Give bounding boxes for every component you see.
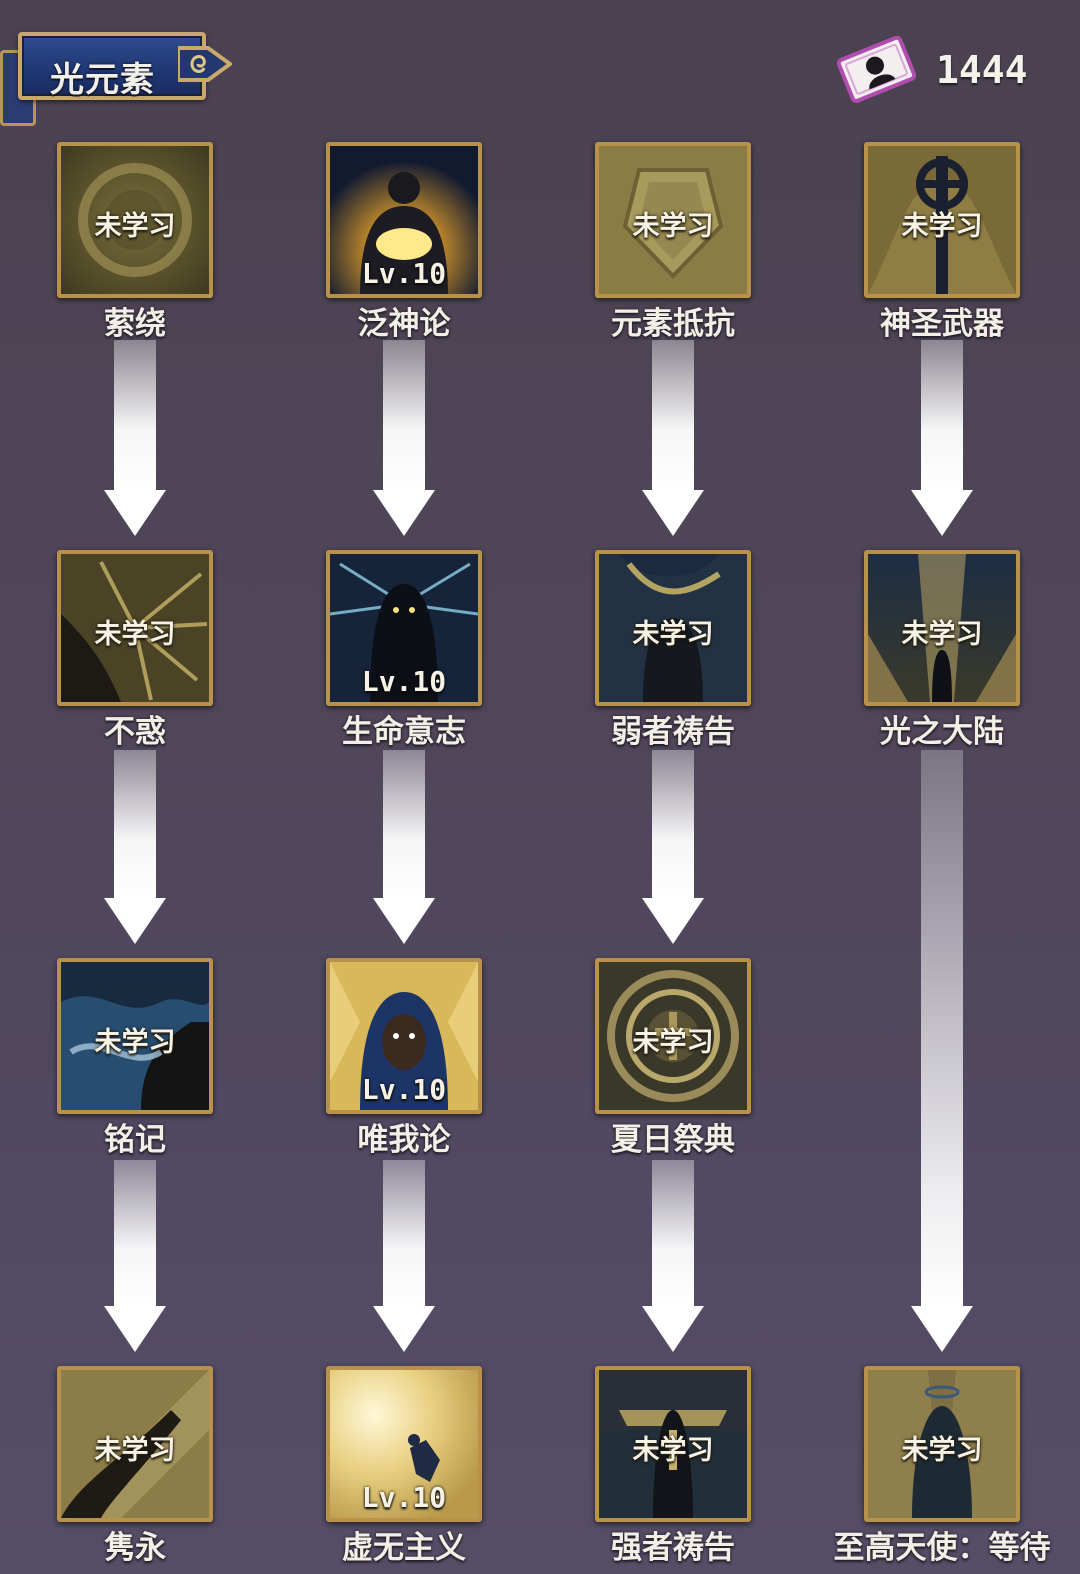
skill-icon-frame: Lv.10 [326, 958, 482, 1114]
skill-name: 神圣武器 [880, 306, 1004, 342]
skill-name: 泛神论 [357, 306, 451, 342]
skill-icon-frame: 未学习 [57, 550, 213, 706]
sacred-seal-icon [599, 962, 747, 1110]
skill-icon-frame: Lv.10 [326, 142, 482, 298]
arrow [373, 340, 435, 536]
arrow [104, 1160, 166, 1352]
hooded-man-icon [330, 962, 478, 1110]
praying-figure-icon [599, 554, 747, 702]
arrow [104, 340, 166, 536]
holy-weapon-icon [868, 146, 1016, 294]
figure-light-icon [330, 146, 478, 294]
strong-prayer-icon [599, 1370, 747, 1518]
skill-icon-frame: Lv.10 [326, 1366, 482, 1522]
skill-level: Lv.10 [361, 665, 447, 698]
skill-status: 未学习 [901, 1435, 983, 1466]
skill-level: Lv.10 [361, 257, 447, 290]
angel-icon [868, 1370, 1016, 1518]
skill-name: 元素抵抗 [611, 306, 735, 342]
skill-status: 未学习 [632, 1435, 714, 1466]
title-banner: 光元素 [0, 22, 236, 126]
arrow [642, 1160, 704, 1352]
shield-icon [599, 146, 747, 294]
arrow [911, 750, 973, 1352]
skill-node[interactable]: 未学习 萦绕 [57, 142, 213, 342]
skill-status: 未学习 [94, 619, 176, 650]
skill-icon-frame: 未学习 [864, 550, 1020, 706]
falling-figure-icon [330, 1370, 478, 1518]
skill-icon-frame: 未学习 [864, 1366, 1020, 1522]
light-continent-icon [868, 554, 1016, 702]
skill-node[interactable]: Lv.10 泛神论 [326, 142, 482, 342]
skill-status: 未学习 [901, 619, 983, 650]
skill-level: Lv.10 [361, 1073, 447, 1106]
skill-status: 未学习 [94, 1435, 176, 1466]
skill-node[interactable]: 未学习 隽永 [57, 1366, 213, 1566]
skill-icon-frame: Lv.10 [326, 550, 482, 706]
currency-display: 1444 [830, 36, 1050, 106]
skill-node[interactable]: Lv.10 生命意志 [326, 550, 482, 750]
arrow [911, 340, 973, 536]
skill-status: 未学习 [632, 211, 714, 242]
skill-node[interactable]: 未学习 不惑 [57, 550, 213, 750]
skill-name: 生命意志 [342, 714, 466, 750]
skill-name: 虚无主义 [342, 1530, 466, 1566]
arrow [642, 750, 704, 944]
skill-name: 不惑 [104, 714, 166, 750]
skill-name: 唯我论 [357, 1122, 451, 1158]
skill-name: 隽永 [104, 1530, 166, 1566]
currency-value: 1444 [936, 48, 1028, 92]
skill-name: 光之大陆 [880, 714, 1004, 750]
hooded-figure-icon [330, 554, 478, 702]
arrow [373, 1160, 435, 1352]
skill-status: 未学习 [632, 1027, 714, 1058]
page-title: 光元素 [50, 60, 155, 100]
skill-icon-frame: 未学习 [595, 550, 751, 706]
skill-icon-frame: 未学习 [57, 958, 213, 1114]
skill-icon-frame: 未学习 [595, 958, 751, 1114]
skill-name: 铭记 [104, 1122, 166, 1158]
burst-icon [61, 554, 209, 702]
arrow [104, 750, 166, 944]
skill-level: Lv.10 [361, 1481, 447, 1514]
skill-name: 萦绕 [104, 306, 166, 342]
card-icon [836, 36, 917, 103]
blue-flame-icon [61, 962, 209, 1110]
skill-status: 未学习 [632, 619, 714, 650]
skill-icon-frame: 未学习 [595, 142, 751, 298]
arrow [642, 340, 704, 536]
title-plate [18, 32, 206, 100]
skill-node[interactable]: 未学习 光之大陆 [864, 550, 1020, 750]
vortex-icon [61, 146, 209, 294]
skill-name: 弱者祷告 [611, 714, 735, 750]
skill-icon-frame: 未学习 [864, 142, 1020, 298]
skill-icon-frame: 未学习 [595, 1366, 751, 1522]
skill-icon-frame: 未学习 [57, 1366, 213, 1522]
reaching-hand-icon [61, 1370, 209, 1518]
skill-node[interactable]: 未学习 元素抵抗 [595, 142, 751, 342]
skill-node[interactable]: 未学习 夏日祭典 [595, 958, 751, 1158]
skill-node[interactable]: 未学习 强者祷告 [595, 1366, 751, 1566]
banner-ornament-icon [178, 46, 232, 82]
skill-node[interactable]: Lv.10 虚无主义 [326, 1366, 482, 1566]
skill-status: 未学习 [94, 1027, 176, 1058]
skill-status: 未学习 [901, 211, 983, 242]
skill-node[interactable]: 未学习 弱者祷告 [595, 550, 751, 750]
skill-name: 至高天使：等待 [833, 1530, 1051, 1566]
skill-name: 夏日祭典 [611, 1122, 735, 1158]
skill-node[interactable]: Lv.10 唯我论 [326, 958, 482, 1158]
arrow [373, 750, 435, 944]
skill-status: 未学习 [94, 211, 176, 242]
skill-name: 强者祷告 [611, 1530, 735, 1566]
skill-node[interactable]: 未学习 铭记 [57, 958, 213, 1158]
skill-icon-frame: 未学习 [57, 142, 213, 298]
skill-node[interactable]: 未学习 至高天使：等待 [834, 1366, 1051, 1566]
skill-node[interactable]: 未学习 神圣武器 [864, 142, 1020, 342]
